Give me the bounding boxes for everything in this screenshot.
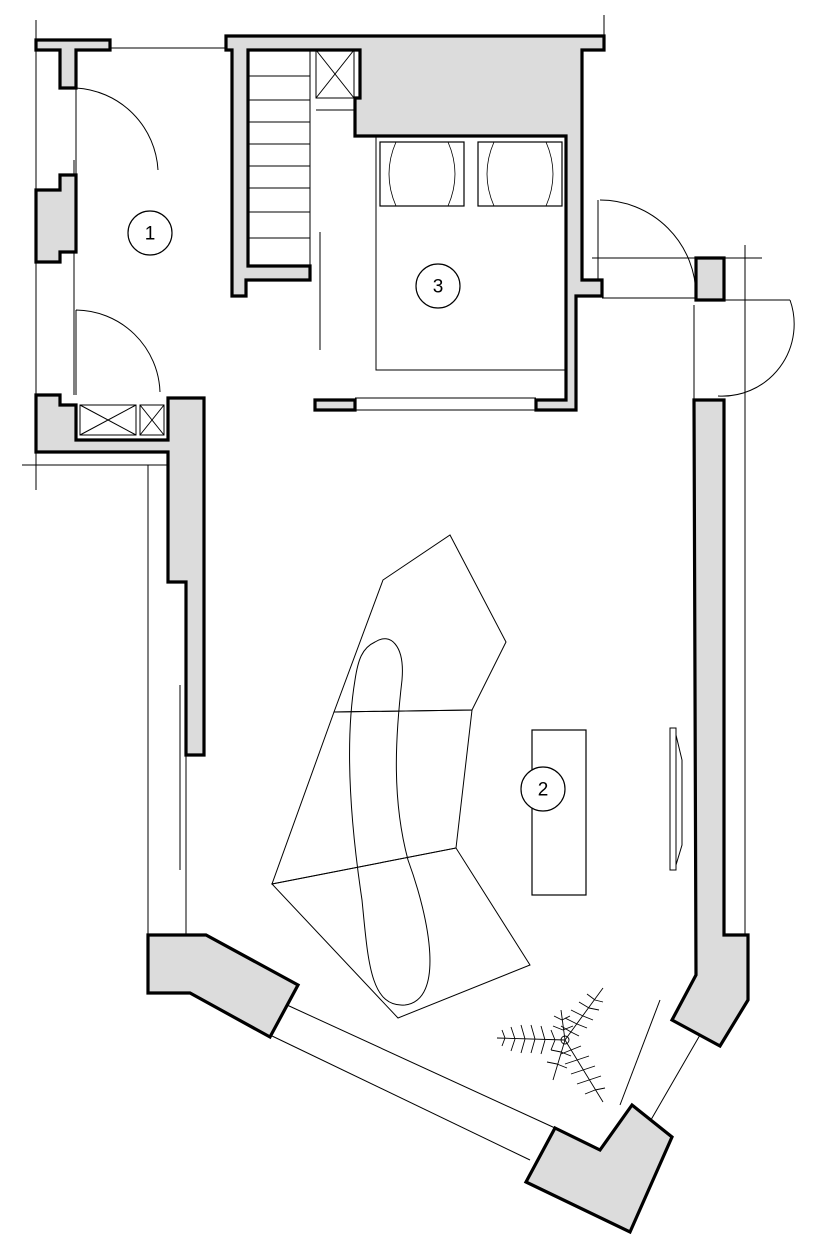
- wall-right: [669, 398, 750, 1049]
- door-swing-right-top: [599, 199, 697, 297]
- room-label-3: 3: [415, 263, 461, 309]
- room-number-2: 2: [538, 780, 549, 801]
- plant-icon: [496, 987, 606, 1103]
- sofa-cushion: [349, 638, 431, 1006]
- wall-top-left: [34, 38, 112, 90]
- wall-bedroom-window-pier: [313, 398, 357, 412]
- coffee-table: [531, 729, 587, 896]
- staircase: [247, 49, 355, 267]
- doors: [75, 87, 795, 397]
- wall-right-pier: [694, 256, 726, 302]
- wall-left-lower: [34, 393, 206, 757]
- bed: [375, 135, 567, 371]
- wall-bottom-left: [146, 933, 301, 1040]
- room-label-2: 2: [520, 766, 566, 812]
- closet: [79, 404, 165, 436]
- door-swing-right-lower: [717, 299, 795, 397]
- wall-top-main: [224, 34, 606, 412]
- door-swing-left-lower: [75, 309, 161, 395]
- room-label-1: 1: [127, 210, 173, 256]
- walls: [34, 34, 750, 1235]
- window-lines: [22, 15, 790, 1161]
- wall-bottom-corner: [523, 1102, 674, 1235]
- pillow-left: [379, 141, 465, 207]
- room-number-1: 1: [145, 224, 156, 245]
- pillow-right: [477, 141, 563, 207]
- sofa: [271, 534, 531, 1019]
- wall-left-pier: [34, 173, 78, 264]
- door-swing-top-left: [75, 87, 159, 175]
- room-number-3: 3: [433, 277, 444, 298]
- tv: [669, 727, 683, 871]
